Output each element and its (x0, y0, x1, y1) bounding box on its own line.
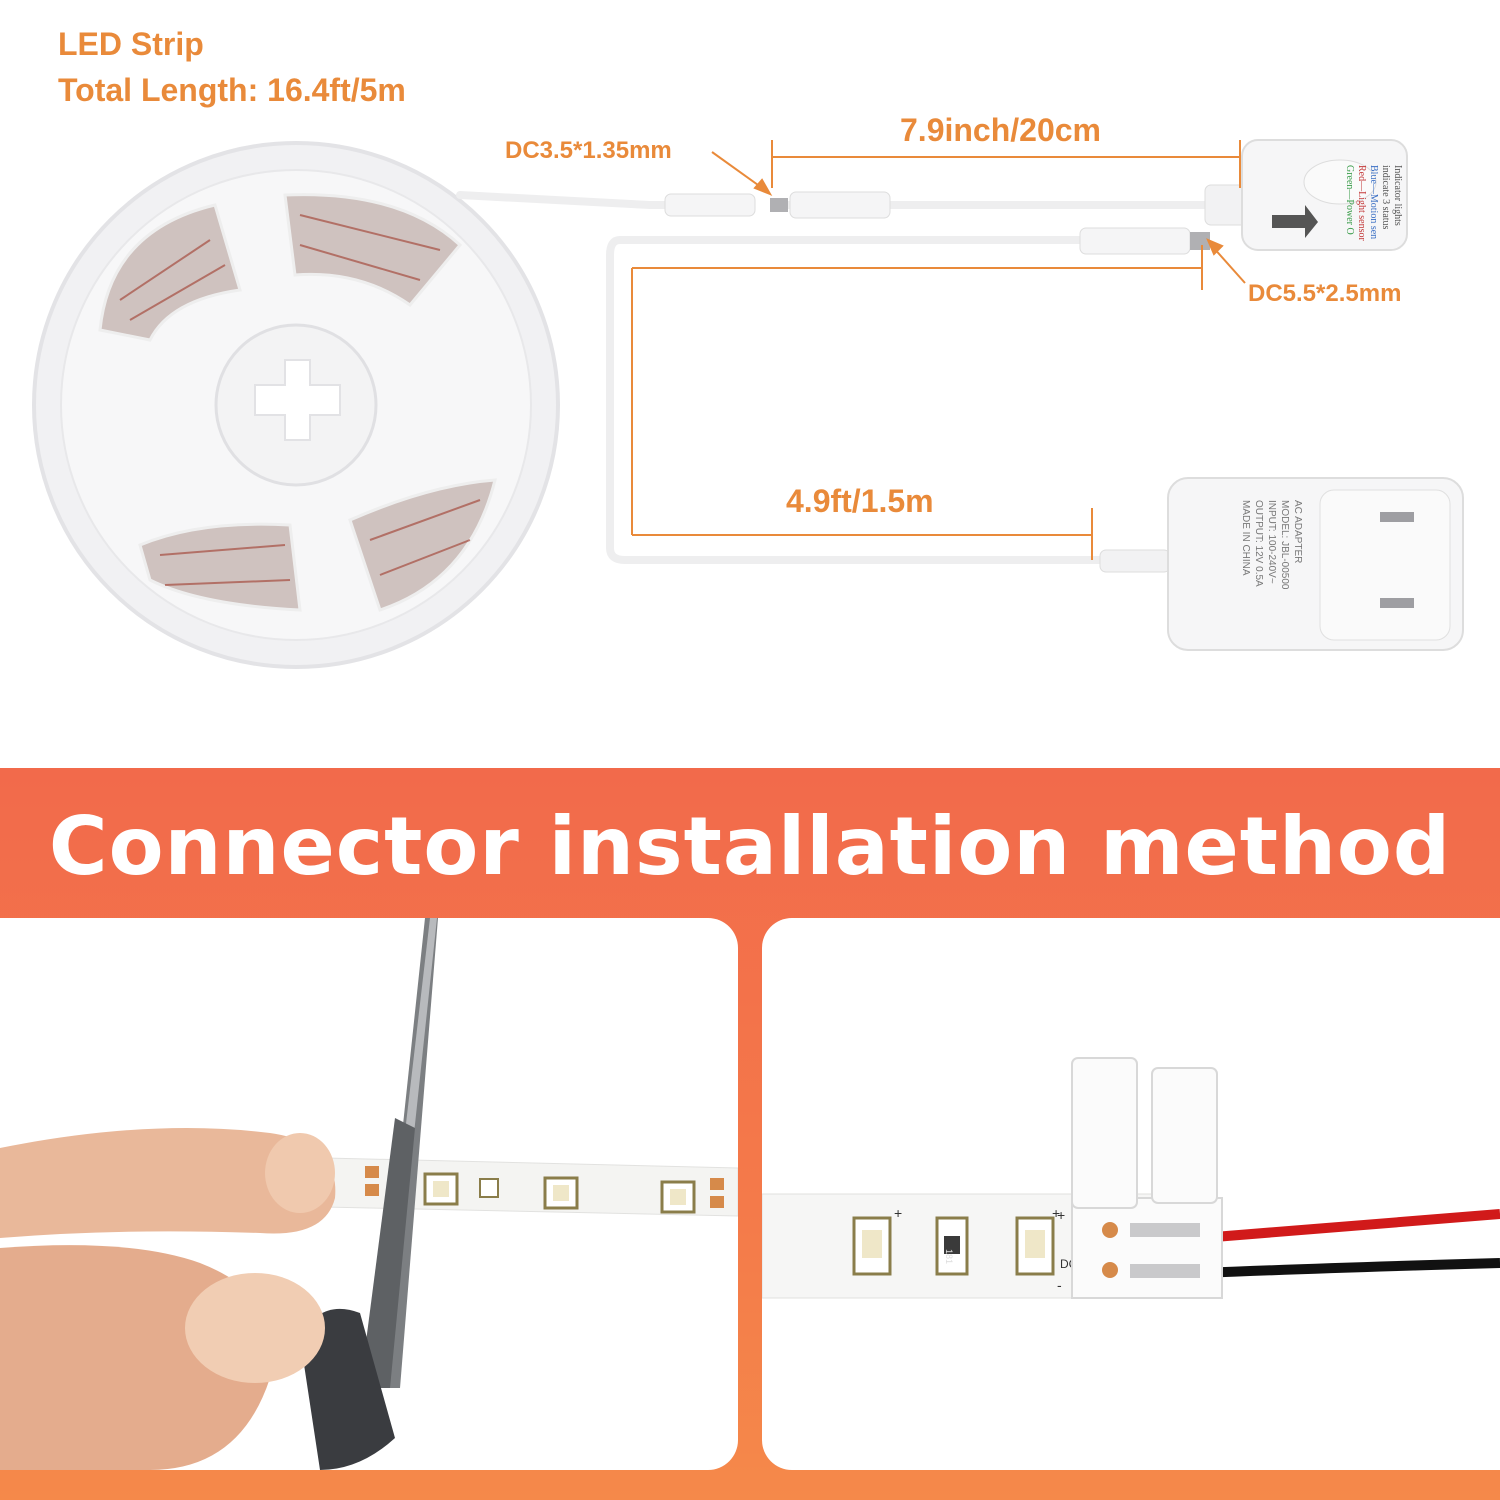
adapter-line-3: OUTPUT: 12V 0.5A (1253, 500, 1264, 587)
connector-photo-panel: 181 + + DC12V + - (762, 918, 1500, 1470)
plus-mark-1: + (894, 1205, 902, 1221)
led-reel-image (32, 141, 560, 669)
adapter-line-2: INPUT: 100-240V~ (1266, 500, 1277, 584)
sensor-line-0: Indicator lights (1392, 165, 1403, 226)
total-length-label: Total Length: 16.4ft/5m (58, 72, 406, 108)
banner-title: Connector installation method (48, 800, 1452, 893)
plus-mark-2: + (1052, 1205, 1060, 1221)
connector-photo: 181 + + DC12V + - (762, 1057, 1500, 1299)
scissors-image (300, 918, 438, 1470)
connector-plus-mark: + (1057, 1207, 1065, 1223)
cutting-photo-panel (0, 918, 738, 1470)
adapter-label: AC ADAPTER MODEL: JBL-00500 INPUT: 100-2… (1240, 500, 1303, 590)
dc-male-connector (1079, 227, 1210, 255)
sensor-cable-length-label: 7.9inch/20cm (900, 112, 1101, 148)
dc-small-label: DC3.5*1.35mm (505, 137, 672, 164)
black-wire (1201, 1258, 1500, 1278)
resistor-code: 181 (944, 1249, 954, 1264)
dc-female-connector (664, 191, 891, 219)
strip-led-chips (5, 1156, 724, 1214)
sensor-line-4: Green—Power O (1344, 165, 1355, 235)
adapter-cable-length-label: 4.9ft/1.5m (786, 483, 934, 519)
product-diagram: Indicator lights indicate 3 status Blue—… (32, 139, 1464, 669)
dimension-markers (631, 140, 1246, 560)
connector-minus-mark: - (1057, 1277, 1062, 1293)
sensor-line-2: Blue—Motion sen (1368, 165, 1379, 239)
sensor-line-1: indicate 3 status (1380, 165, 1391, 230)
clip-connector (1071, 1057, 1223, 1299)
product-title: LED Strip (58, 26, 204, 62)
hand-image (0, 1128, 336, 1470)
adapter-line-4: MADE IN CHINA (1240, 500, 1251, 576)
power-adapter-image (1099, 477, 1464, 651)
sensor-line-3: Red—Light sensor (1356, 165, 1367, 241)
adapter-line-0: AC ADAPTER (1292, 500, 1303, 563)
connected-strip-chips (852, 1216, 1055, 1276)
cutting-photo (0, 918, 738, 1470)
sensor-box-legend: Indicator lights indicate 3 status Blue—… (1344, 165, 1403, 241)
adapter-line-1: MODEL: JBL-00500 (1279, 500, 1290, 590)
red-wire (1201, 1209, 1500, 1243)
motion-sensor-box (1204, 139, 1408, 251)
dc-large-label: DC5.5*2.5mm (1248, 280, 1402, 307)
